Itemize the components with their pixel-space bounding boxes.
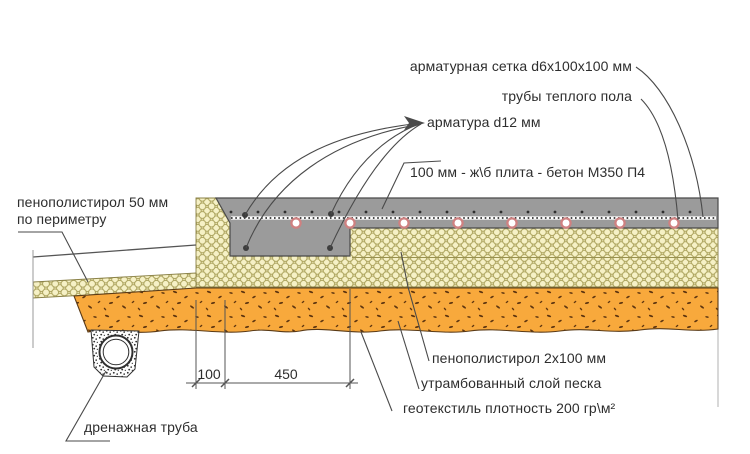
- leader-geotextile: [360, 331, 393, 412]
- leader-drain: [65, 370, 110, 442]
- leader-heating-pipes: [640, 98, 679, 221]
- mesh-dot: [499, 210, 503, 214]
- leader-rebar-4: [329, 123, 422, 249]
- leader-rebar-mesh: [635, 66, 704, 218]
- heating-pipe-icon: [506, 217, 518, 229]
- heating-pipes-group: [290, 217, 680, 229]
- label-heating-pipes: трубы теплого пола: [501, 88, 632, 104]
- dimension-group: [186, 289, 358, 389]
- mesh-dot: [526, 210, 530, 214]
- mesh-dot: [607, 210, 611, 214]
- mesh-dot: [661, 210, 665, 214]
- leader-lines: [18, 66, 704, 442]
- label-sand: утрамбованный слой песка: [421, 375, 602, 391]
- mesh-dot: [688, 210, 692, 214]
- dim-value-100: 100: [197, 366, 221, 382]
- leader-sand: [397, 320, 420, 390]
- mesh-dot: [256, 210, 260, 214]
- dim-value-450: 450: [274, 366, 298, 382]
- mesh-dot: [283, 210, 287, 214]
- label-slab: 100 мм - ж\б плита - бетон М350 П4: [410, 164, 646, 180]
- leader-rebar-3: [245, 123, 422, 249]
- label-rebar-mesh: арматурная сетка d6x100x100 мм: [409, 58, 632, 74]
- drainage-pipe-inner-circle: [102, 338, 130, 366]
- heating-pipe-icon: [344, 217, 356, 229]
- mesh-dot: [418, 210, 422, 214]
- leader-rebar-1: [244, 122, 422, 216]
- mesh-dot: [553, 210, 557, 214]
- label-foam-perimeter-line1: пенополистирол 50 мм: [17, 194, 169, 210]
- heating-pipe-icon: [560, 217, 572, 229]
- leader-rebar-2: [330, 122, 422, 215]
- concrete-slab-region: [214, 197, 719, 257]
- mesh-dot: [634, 210, 638, 214]
- dim-tick-3: [345, 378, 355, 388]
- dim-tick-1: [191, 378, 201, 388]
- rebar-leader-arrowhead: [404, 116, 425, 130]
- label-foam-perimeter-line2: по периметру: [17, 211, 107, 227]
- ground-line: [32, 244, 197, 258]
- heating-pipe-icon: [452, 217, 464, 229]
- heating-pipe-icon: [668, 217, 680, 229]
- heating-pipe-icon: [398, 217, 410, 229]
- label-foam-under-slab: пенополистирол 2x100 мм: [432, 350, 607, 366]
- label-rebar-d12: арматура d12 мм: [427, 114, 541, 130]
- label-drain: дренажная труба: [84, 419, 198, 435]
- label-foam-perimeter: пенополистирол 50 мм по периметру: [17, 194, 168, 228]
- label-geotextile: геотекстиль плотность 200 гр\м²: [403, 400, 616, 416]
- mesh-dot: [580, 210, 584, 214]
- mesh-dot: [445, 210, 449, 214]
- mesh-dot: [364, 210, 368, 214]
- heating-pipe-icon: [614, 217, 626, 229]
- heating-pipe-icon: [290, 217, 302, 229]
- leader-foam-under-slab: [400, 251, 430, 362]
- mesh-dot: [229, 210, 233, 214]
- mesh-dot: [391, 210, 395, 214]
- dim-tick-2: [220, 378, 230, 388]
- mesh-dot: [472, 210, 476, 214]
- leader-foam-perimeter: [18, 231, 89, 283]
- mesh-dot: [337, 210, 341, 214]
- mesh-dot: [310, 210, 314, 214]
- sand-layer-region: [73, 287, 719, 333]
- leader-slab: [381, 160, 442, 210]
- mesh-dots-row: [229, 210, 692, 214]
